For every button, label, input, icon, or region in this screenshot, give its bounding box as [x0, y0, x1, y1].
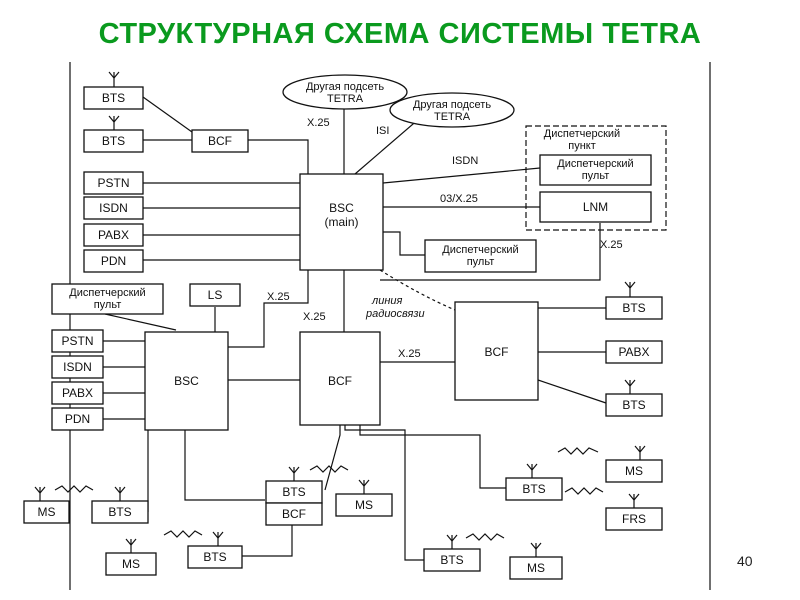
svg-text:PDN: PDN — [101, 254, 126, 268]
svg-text:BTS: BTS — [622, 398, 645, 412]
dispatch-console-mid: Диспетчерский пульт — [424, 239, 537, 273]
svg-text:Диспетчерский: Диспетчерский — [69, 287, 145, 299]
svg-text:TETRA: TETRA — [327, 93, 364, 105]
svg-text:PDN: PDN — [65, 412, 90, 426]
label-x25-top: X.25 — [307, 117, 330, 129]
svg-text:MS: MS — [625, 464, 643, 478]
right-bts-1: BTS — [605, 281, 663, 320]
left-pstn: PSTN — [83, 171, 144, 195]
svg-text:ISDN: ISDN — [63, 360, 92, 374]
svg-text:BSC: BSC — [329, 201, 354, 215]
svg-text:BTS: BTS — [282, 485, 305, 499]
lower-pstn: PSTN — [51, 329, 104, 353]
label-x25-lnm: X.25 — [600, 239, 623, 251]
lower-pdn: PDN — [51, 407, 104, 431]
bts-bottom-left: BTS — [187, 531, 243, 569]
ms-center: MS — [335, 479, 393, 517]
subnet-cloud-1: Другая подсеть TETRA — [282, 74, 408, 110]
svg-text:BCF: BCF — [328, 374, 352, 388]
label-radio-link-2: радиосвязи — [365, 308, 425, 320]
svg-text:Другая подсеть: Другая подсеть — [306, 81, 384, 93]
svg-text:BTS: BTS — [102, 134, 125, 148]
top-bts-1: BTS — [83, 71, 144, 110]
svg-text:PABX: PABX — [618, 345, 649, 359]
dispatch-point-group: Диспетчерский пункт Диспетчерский пульт … — [525, 125, 667, 231]
bsc-main: BSC (main) — [299, 173, 384, 271]
lower-pabx: PABX — [51, 381, 104, 405]
svg-text:PSTN: PSTN — [61, 334, 93, 348]
frs-box: FRS — [605, 493, 663, 531]
ms-bottom-center: MS — [509, 542, 563, 580]
slide-title: СТРУКТУРНАЯ СХЕМА СИСТЕМЫ TETRA — [98, 18, 702, 50]
svg-text:MS: MS — [527, 561, 545, 575]
svg-text:BTS: BTS — [203, 550, 226, 564]
label-x25-right: X.25 — [398, 348, 421, 360]
svg-text:пульт: пульт — [94, 299, 122, 311]
bts-right-lower: BTS — [505, 463, 563, 501]
svg-text:пункт: пункт — [568, 140, 596, 152]
label-radio-link-1: линия — [371, 295, 402, 307]
svg-text:Другая подсеть: Другая подсеть — [413, 99, 491, 111]
svg-text:BCF: BCF — [208, 134, 232, 148]
svg-text:ISDN: ISDN — [99, 201, 128, 215]
lower-bsc: BSC — [144, 331, 229, 431]
svg-text:BCF: BCF — [485, 345, 509, 359]
left-pabx: PABX — [83, 223, 144, 247]
svg-text:Диспетчерский: Диспетчерский — [442, 244, 518, 256]
svg-text:BTS: BTS — [102, 91, 125, 105]
label-isi: ISI — [376, 125, 389, 137]
svg-text:BTS: BTS — [440, 553, 463, 567]
page-number: 40 — [737, 553, 753, 569]
svg-text:LNM: LNM — [583, 200, 608, 214]
svg-text:PABX: PABX — [98, 228, 129, 242]
top-bts-2: BTS — [83, 115, 144, 153]
top-bcf: BCF — [191, 129, 249, 153]
svg-text:BSC: BSC — [174, 374, 199, 388]
left-pdn: PDN — [83, 249, 144, 273]
left-isdn: ISDN — [83, 196, 144, 220]
connection-lines — [103, 96, 607, 561]
label-o3-x25: 03/X.25 — [440, 193, 478, 205]
label-isdn-link: ISDN — [452, 155, 478, 167]
right-bts-2: BTS — [605, 379, 663, 417]
right-pabx: PABX — [605, 340, 663, 364]
svg-text:BTS: BTS — [622, 301, 645, 315]
dispatch-console-left: Диспетчерский пульт — [51, 283, 164, 315]
svg-text:MS: MS — [122, 557, 140, 571]
lower-isdn: ISDN — [51, 355, 104, 379]
svg-text:пульт: пульт — [467, 256, 495, 268]
bts-bottom-center: BTS — [423, 534, 481, 572]
svg-text:пульт: пульт — [582, 170, 610, 182]
bts-bcf-stack: BTS BCF — [265, 466, 323, 526]
svg-text:MS: MS — [355, 498, 373, 512]
center-bcf: BCF — [299, 331, 381, 426]
svg-text:(main): (main) — [324, 215, 358, 229]
svg-text:TETRA: TETRA — [434, 111, 471, 123]
radio-links — [54, 447, 604, 541]
svg-text:BTS: BTS — [108, 505, 131, 519]
subnet-cloud-2: Другая подсеть TETRA — [389, 92, 515, 128]
ms-right-top: MS — [605, 445, 663, 483]
right-bcf: BCF — [454, 301, 539, 401]
svg-text:Диспетчерский: Диспетчерский — [544, 128, 620, 140]
ls-box: LS — [189, 283, 241, 307]
svg-text:LS: LS — [208, 288, 223, 302]
ms-left: MS — [23, 486, 70, 524]
label-x25-bcf: X.25 — [303, 311, 326, 323]
svg-text:Диспетчерский: Диспетчерский — [557, 158, 633, 170]
bts-left-lower: BTS — [91, 486, 149, 524]
svg-text:BTS: BTS — [522, 482, 545, 496]
svg-text:PSTN: PSTN — [97, 176, 129, 190]
svg-text:MS: MS — [38, 505, 56, 519]
svg-text:BCF: BCF — [282, 507, 306, 521]
label-x25-bsc: X.25 — [267, 291, 290, 303]
svg-text:PABX: PABX — [62, 386, 93, 400]
ms-bottom-left: MS — [105, 538, 157, 576]
svg-text:FRS: FRS — [622, 512, 646, 526]
